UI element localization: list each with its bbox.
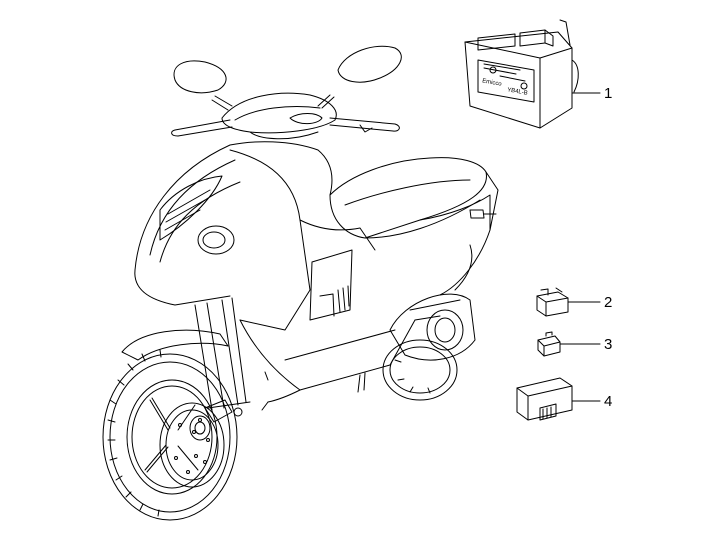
front-fork: [195, 298, 250, 416]
scooter-illustration: [103, 46, 498, 520]
scooter-body: [135, 142, 498, 410]
callout-number-3: 3: [604, 336, 613, 353]
front-fender: [122, 330, 228, 360]
relay-part: [537, 288, 568, 316]
rear-wheel: [383, 340, 457, 400]
control-unit-part: [517, 378, 572, 420]
callout-number-4: 4: [604, 393, 613, 410]
engine-block: [390, 245, 475, 360]
front-wheel: [103, 350, 237, 520]
leader-lines: [560, 93, 600, 401]
fuse-part: [538, 332, 560, 356]
handlebar-assembly: [172, 46, 402, 139]
callout-number-2: 2: [604, 294, 613, 311]
callout-number-1: 1: [604, 85, 613, 102]
battery-part: [465, 20, 578, 128]
